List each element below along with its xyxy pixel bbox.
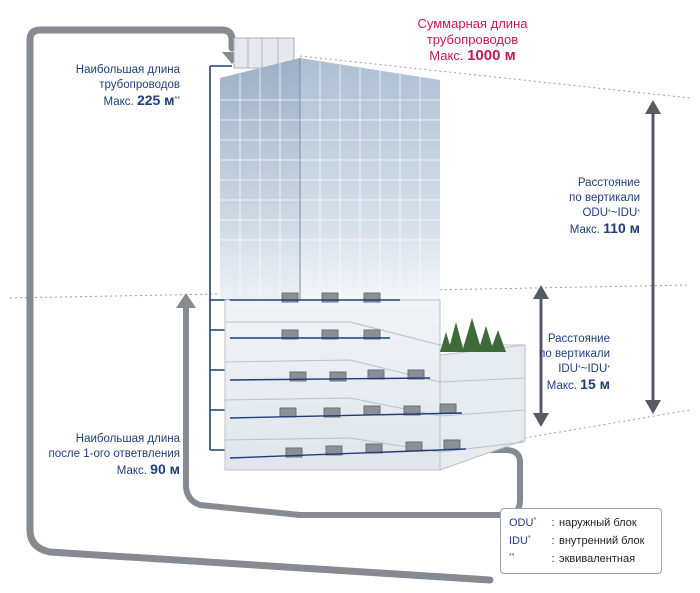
total-length-label: Суммарная длина трубопроводов Макс. 1000… — [390, 16, 555, 64]
idu-idu-idu-b: ~IDU — [580, 363, 608, 375]
idu-idu-mark-2: * — [607, 365, 610, 372]
odu-idu-mark-1: * — [608, 209, 611, 216]
tower — [220, 58, 440, 300]
open-floors — [224, 299, 526, 471]
branch-pipe-arrowhead — [176, 293, 196, 308]
total-length-prefix: Макс. — [429, 48, 464, 63]
odu-idu-prefix: Макс. — [569, 224, 600, 236]
total-length-line2: трубопроводов — [426, 32, 519, 47]
longest-length-prefix: Макс. — [103, 96, 134, 108]
branch-length-line1: Наибольшая длина — [75, 433, 180, 445]
idu-idu-idu-a: IDU — [558, 363, 578, 375]
idu-idu-prefix: Макс. — [546, 380, 577, 392]
branch-length-line2: после 1-ого ответвления — [48, 448, 180, 460]
idu-idu-line2: по вертикали — [539, 348, 610, 360]
total-pipe-arrow — [26, 26, 494, 584]
longest-length-line1: Наибольшая длина — [75, 64, 180, 76]
branch-pipes — [229, 299, 467, 459]
legend-mark-odu: * — [533, 516, 537, 524]
ref-line-top — [299, 55, 691, 99]
legend-text-idu: внутренний блок — [559, 534, 645, 547]
longest-length-mark: ** — [174, 96, 180, 103]
longest-length-value: 225 м — [136, 92, 175, 108]
rooftop-trees — [440, 318, 506, 352]
branch-length-label: Наибольшая длина после 1-ого ответвления… — [20, 432, 180, 479]
total-length-line1: Суммарная длина — [417, 16, 528, 31]
odu-idu-odu: ODU — [582, 207, 608, 219]
odu-idu-dimension-arrow — [645, 100, 661, 414]
legend-row-odu: ODU* : наружный блок — [509, 515, 637, 530]
legend-mark-equivalent: ** — [509, 552, 515, 560]
idu-idu-vertical-label: Расстояние по вертикали IDU*~IDU* Макс. … — [500, 332, 610, 394]
pipe-riser — [209, 65, 232, 451]
odu-idu-line1: Расстояние — [577, 177, 640, 189]
branch-length-prefix: Макс. — [116, 465, 147, 477]
idu-idu-value: 15 м — [580, 376, 610, 392]
odu-idu-value: 110 м — [603, 220, 640, 236]
odu-idu-mark-2: * — [637, 209, 640, 216]
idu-idu-mark-1: * — [578, 365, 581, 372]
longest-length-line2: трубопроводов — [99, 79, 180, 91]
legend-box: ODU* : наружный блок IDU* : внутренний б… — [500, 508, 662, 574]
longest-length-label: Наибольшая длина трубопроводов Макс. 225… — [20, 63, 180, 110]
branch-length-value: 90 м — [150, 461, 180, 477]
legend-colon-equivalent: : — [551, 552, 555, 565]
total-length-value: 1000 м — [467, 47, 516, 64]
legend-colon-idu: : — [551, 534, 555, 547]
legend-key-idu: IDU — [509, 534, 528, 547]
legend-row-equivalent: ** : эквивалентная — [509, 551, 635, 566]
legend-text-equivalent: эквивалентная — [559, 552, 636, 565]
legend-row-idu: IDU* : внутренний блок — [509, 533, 644, 548]
legend-colon-odu: : — [551, 516, 555, 529]
odu-idu-line2: по вертикали — [569, 192, 640, 204]
indoor-units — [279, 292, 461, 458]
legend-text-odu: наружный блок — [559, 516, 637, 529]
odu-idu-vertical-label: Расстояние по вертикали ODU*~IDU* Макс. … — [500, 176, 640, 238]
legend-mark-idu: * — [527, 534, 531, 542]
idu-idu-line1: Расстояние — [547, 333, 610, 345]
legend-key-odu: ODU — [509, 516, 534, 529]
odu-idu-idu: ~IDU — [610, 207, 638, 219]
idu-idu-dimension-arrow — [533, 285, 549, 427]
